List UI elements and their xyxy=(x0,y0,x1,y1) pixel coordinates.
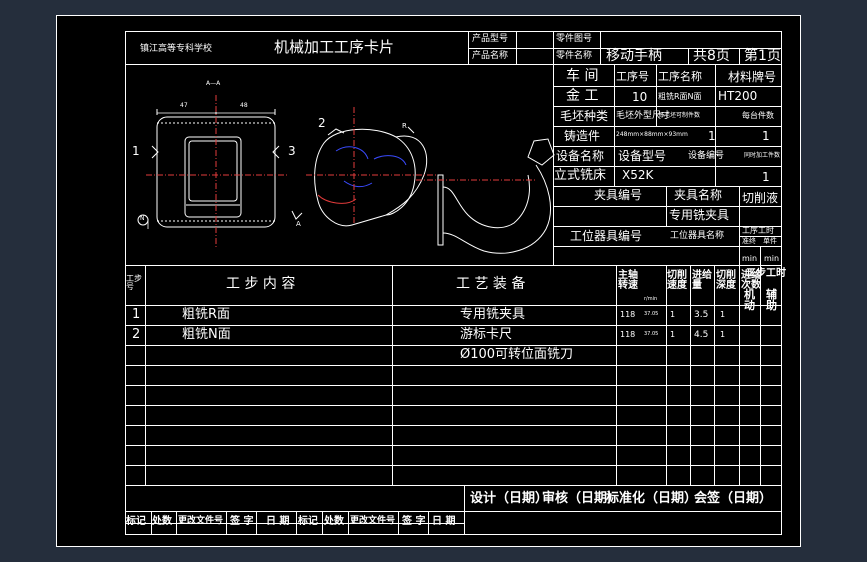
cutting-speed-header: 切削速度 xyxy=(667,270,687,291)
step-content: 粗铣R面 xyxy=(182,307,231,322)
revision-date: 日 期 xyxy=(266,516,290,527)
station-no-label: 工位器具编号 xyxy=(570,229,643,243)
feed-header: 进给量 xyxy=(692,270,712,291)
step-feed: 1 xyxy=(670,330,676,339)
equipment-model-label: 设备型号 xyxy=(618,149,667,163)
op-name: 粗铣R面N面 xyxy=(658,92,702,101)
fixture-name-label: 夹具名称 xyxy=(674,188,723,202)
op-no-label: 工序号 xyxy=(616,70,649,83)
spindle-speed-header: 主轴转速 xyxy=(618,270,638,291)
step-equipment: Ø100可转位面铣刀 xyxy=(460,347,574,362)
step-no: 2 xyxy=(132,327,141,342)
standard-label: 准终 xyxy=(742,237,756,245)
passes-header: 进给次数 xyxy=(741,270,761,291)
label-n: N xyxy=(140,215,145,222)
op-name-label: 工序名称 xyxy=(658,70,702,83)
label-1: 1 xyxy=(132,144,140,158)
revision-sign: 签 字 xyxy=(230,516,254,527)
countersign-signoff: 会签（日期） xyxy=(694,491,773,506)
step-cut: 37.05 xyxy=(644,331,659,337)
step-cut: 37.05 xyxy=(644,311,659,317)
step-passes: 1 xyxy=(720,330,726,339)
blank-per: 1 xyxy=(708,129,716,143)
per-unit: 1 xyxy=(762,129,770,143)
simultaneous: 1 xyxy=(762,170,770,184)
simultaneous-label: 同时加工件数 xyxy=(744,152,781,159)
step-no: 1 xyxy=(132,307,141,322)
equipment-name-label: 设备名称 xyxy=(556,149,605,163)
page-number: 第1页 xyxy=(744,48,781,64)
depth-header: 切削深度 xyxy=(716,270,736,291)
label-r: R xyxy=(402,122,407,130)
step-speed: 118 xyxy=(620,330,636,339)
revision-doc-no: 更改文件号 xyxy=(178,516,224,526)
revision-mark: 标记 xyxy=(126,516,146,527)
standard-signoff: 标准化（日期） xyxy=(606,491,698,506)
revision-sign-2: 签 字 xyxy=(402,516,426,527)
review-signoff: 审核（日期） xyxy=(542,491,621,506)
revision-doc-no-2: 更改文件号 xyxy=(350,516,396,526)
revision-count-2: 处数 xyxy=(324,516,344,527)
school-name: 镇江高等专科学校 xyxy=(140,44,213,54)
revision-mark-2: 标记 xyxy=(298,516,318,527)
blank-per-label: 每毛坯可制件数 xyxy=(658,112,701,119)
blank-type: 铸造件 xyxy=(564,129,601,143)
station-name-label: 工位器具名称 xyxy=(670,231,725,241)
part-name-label: 零件名称 xyxy=(556,51,593,61)
op-no: 10 xyxy=(632,90,648,104)
equipment-name: 立式铣床 xyxy=(554,168,607,183)
speed-unit: r/min xyxy=(644,296,658,302)
min-b: min xyxy=(764,254,780,263)
workshop-label: 车 间 xyxy=(566,68,599,84)
step-speed: 118 xyxy=(620,310,636,319)
blank-size-label: 毛坯外型尺寸 xyxy=(616,111,671,121)
card-title: 机械加工工序卡片 xyxy=(274,38,395,56)
part-drawing-no-label: 零件图号 xyxy=(556,34,593,44)
label-3: 3 xyxy=(288,144,296,158)
revision-count: 处数 xyxy=(152,516,172,527)
step-depth: 3.5 xyxy=(694,310,709,320)
product-model-label: 产品型号 xyxy=(472,34,509,44)
material-label: 材料牌号 xyxy=(728,70,777,84)
unit-label: 单件 xyxy=(763,237,777,245)
min-a: min xyxy=(742,254,758,263)
machine-header: 机动 xyxy=(744,288,755,312)
fixture-no-label: 夹具编号 xyxy=(594,188,643,202)
op-time-label: 工序工时 xyxy=(742,226,774,235)
blank-type-label: 毛坯种类 xyxy=(560,109,609,123)
hours-header: 工步工时 xyxy=(746,268,786,279)
equipment-model: X52K xyxy=(622,168,654,182)
equipment-header: 工 艺 装 备 xyxy=(456,276,526,292)
section-label: A—A xyxy=(206,80,221,87)
fixture-name: 专用铣夹具 xyxy=(669,208,730,222)
step-equipment: 专用铣夹具 xyxy=(460,307,526,322)
dim-right: 48 xyxy=(240,102,248,109)
material: HT200 xyxy=(718,89,758,103)
part-name: 移动手柄 xyxy=(606,48,662,64)
design-signoff: 设计（日期） xyxy=(470,491,549,506)
part-sketch xyxy=(137,95,555,254)
total-pages: 共8页 xyxy=(693,48,730,64)
product-name-label: 产品名称 xyxy=(472,51,509,61)
label-a: A xyxy=(296,220,301,228)
step-depth: 4.5 xyxy=(694,330,709,340)
workshop: 金 工 xyxy=(566,88,599,104)
blank-size: 248mm×88mm×93mm xyxy=(616,131,688,138)
table-grid xyxy=(56,15,801,547)
step-feed: 1 xyxy=(670,310,676,319)
step-no-header: 工步号 xyxy=(126,274,142,291)
step-content: 粗铣N面 xyxy=(182,327,231,342)
per-unit-label: 每台件数 xyxy=(742,111,774,120)
equipment-no-label: 设备编号 xyxy=(688,151,725,161)
step-passes: 1 xyxy=(720,310,726,319)
dim-left: 47 xyxy=(180,102,188,109)
step-equipment: 游标卡尺 xyxy=(460,327,513,342)
content-header: 工 步 内 容 xyxy=(226,276,296,292)
revision-date-2: 日 期 xyxy=(432,516,456,527)
aux-header: 辅助 xyxy=(766,288,777,312)
label-2: 2 xyxy=(318,116,326,130)
coolant-label: 切削液 xyxy=(742,191,779,205)
process-card-sheet: 镇江高等专科学校 机械加工工序卡片 产品型号 产品名称 零件图号 零件名称 移动… xyxy=(56,15,801,547)
